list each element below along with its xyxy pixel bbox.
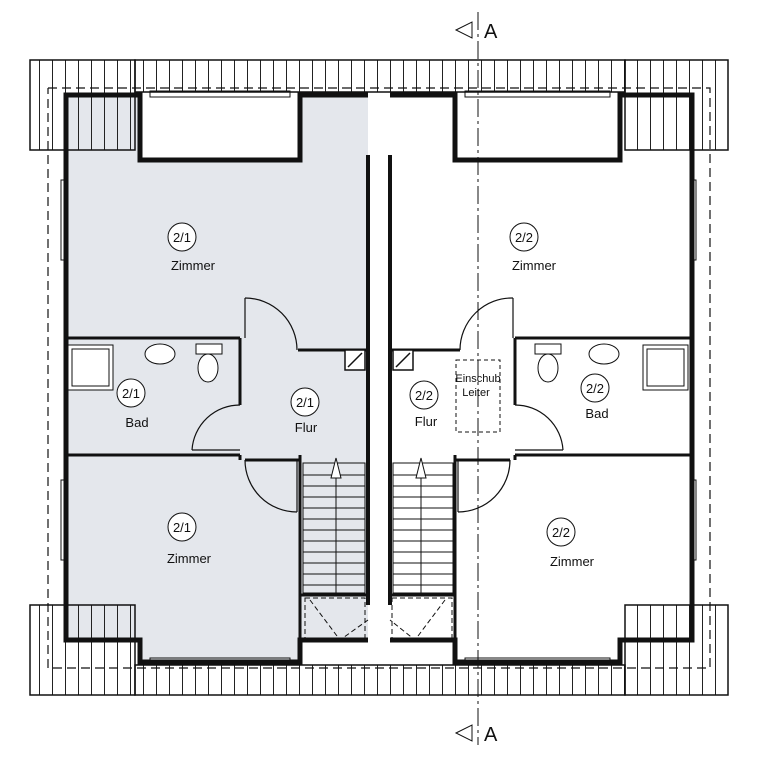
toilet-left-tank <box>195 343 223 355</box>
wall-left-unit-outline <box>63 92 368 665</box>
room-labels: 2/1 Zimmer 2/1 Bad 2/1 Flur 2/1 Zimmer 2… <box>116 222 610 569</box>
room-r-flur: 2/2 Flur <box>409 380 439 429</box>
roof-bottom-mid <box>134 664 626 696</box>
room-r-zimmer-bottom: 2/2 Zimmer <box>546 517 595 569</box>
stair-right <box>392 462 454 594</box>
room-number: 2/1 <box>173 230 191 245</box>
window-top-left <box>149 90 291 98</box>
stair-steps <box>303 474 453 586</box>
room-number: 2/2 <box>586 381 604 396</box>
door-r-zimmer-bottom <box>457 459 511 513</box>
room-number-circle <box>167 222 197 252</box>
sink-right <box>588 343 620 365</box>
window-right-wall-2 <box>689 479 697 561</box>
room-name: Flur <box>415 414 438 429</box>
room-number-circle <box>167 512 197 542</box>
room-number: 2/1 <box>122 386 140 401</box>
room-l-zimmer-bottom: 2/1 Zimmer <box>167 512 212 566</box>
section-arrow-top-icon <box>454 21 473 39</box>
shaft-right-diag <box>395 352 411 368</box>
stair-left-arrow-icon <box>330 457 342 479</box>
eave-dashed-outline <box>47 87 711 669</box>
room-number-circle <box>580 373 610 403</box>
unit-left-shade <box>66 95 368 662</box>
room-number: 2/2 <box>415 388 433 403</box>
shower-left <box>67 344 114 391</box>
roof-bottom-right <box>624 604 729 696</box>
roof-top-right <box>624 59 729 151</box>
window-bottom-right <box>464 657 611 665</box>
shafts <box>344 349 414 371</box>
window-bottom-left <box>149 657 291 665</box>
roof-top-mid <box>134 59 626 93</box>
door-r-bad <box>514 404 564 451</box>
door-l-bad <box>191 404 241 451</box>
room-number: 2/2 <box>515 230 533 245</box>
window-left-wall-1 <box>60 179 68 261</box>
room-name: Bad <box>585 406 608 421</box>
room-number-circle <box>546 517 576 547</box>
sink-left <box>144 343 176 365</box>
stair-left <box>302 462 366 594</box>
stair-right-arrow-icon <box>415 457 427 479</box>
room-l-bad: 2/1 Bad <box>116 378 149 430</box>
window-top-right <box>464 90 611 98</box>
shower-right <box>642 344 689 391</box>
section-line: A A <box>454 12 498 746</box>
stair-right-dashed-box <box>391 597 453 641</box>
room-number-circle <box>509 222 539 252</box>
toilet-right-tank <box>534 343 562 355</box>
roof-eaves <box>29 59 729 696</box>
room-r-zimmer-top: 2/2 Zimmer <box>509 222 557 273</box>
unit-left-fill <box>66 95 368 662</box>
room-name: Zimmer <box>550 554 595 569</box>
roof-bottom-left <box>29 604 136 696</box>
stair-left-dashed <box>309 599 369 641</box>
door-r-zimmer-top <box>459 297 514 351</box>
room-name: Zimmer <box>167 551 212 566</box>
room-number: 2/2 <box>552 525 570 540</box>
window-right-wall-1 <box>689 179 697 261</box>
stairs <box>302 457 454 641</box>
attic-hatch-label-2: Leiter <box>462 387 490 399</box>
door-l-zimmer-top <box>244 297 298 351</box>
outer-walls <box>63 92 695 665</box>
room-number: 2/1 <box>173 520 191 535</box>
section-arrow-bottom-icon <box>454 724 473 742</box>
room-l-zimmer-top: 2/1 Zimmer <box>167 222 216 273</box>
stair-left-dashed-box <box>304 597 366 641</box>
window-left-wall-2 <box>60 479 68 561</box>
attic-hatch-label-1: Einschub <box>455 373 500 385</box>
fixtures <box>67 343 689 391</box>
room-number-circle <box>290 387 320 417</box>
interior-walls <box>66 336 692 640</box>
room-r-bad: 2/2 Bad <box>580 373 610 421</box>
room-name: Bad <box>125 415 148 430</box>
attic-hatch: Einschub Leiter <box>455 359 501 433</box>
room-name: Flur <box>295 420 318 435</box>
room-number-circle <box>409 380 439 410</box>
section-label-top: A <box>484 21 498 43</box>
toilet-right-bowl <box>537 353 559 383</box>
wall-right-unit-outline <box>390 92 695 665</box>
doors <box>191 297 564 513</box>
roof-top-left <box>29 59 136 151</box>
room-number: 2/1 <box>296 395 314 410</box>
shaft-left-diag <box>347 352 363 368</box>
room-name: Zimmer <box>512 258 557 273</box>
shower-right-inner <box>646 348 685 387</box>
door-l-zimmer-bottom <box>244 459 298 513</box>
room-name: Zimmer <box>171 258 216 273</box>
toilet-left-bowl <box>197 353 219 383</box>
shower-left-inner <box>71 348 110 387</box>
room-number-circle <box>116 378 146 408</box>
room-l-flur: 2/1 Flur <box>290 387 320 435</box>
section-label-bottom: A <box>484 724 498 746</box>
stair-right-dashed <box>389 599 446 641</box>
windows <box>60 90 697 665</box>
